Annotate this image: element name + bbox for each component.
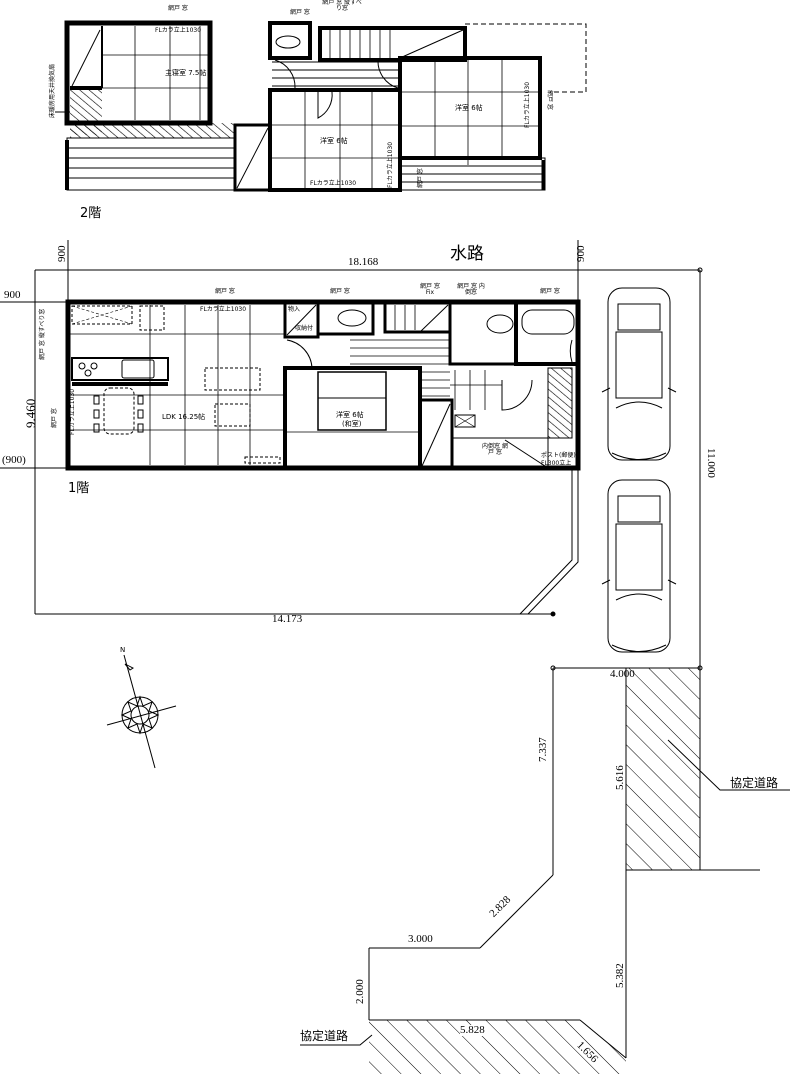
north-arrow: [106, 654, 177, 769]
f2-window-east-fl: FLカラ立上1030: [524, 81, 531, 128]
f2-window-small-2: 網戸 窓: [417, 168, 424, 188]
f1-window-toilet: 網戸 窓: [330, 288, 350, 295]
f1-post: ポスト(郵便): [541, 452, 576, 459]
f2-window-east-net: 網戸 窓: [546, 90, 553, 110]
dim-step-height: 2.000: [354, 979, 366, 1004]
f1-post-fl: FL300立上: [541, 460, 572, 467]
f2-room-east: 洋室 6帖: [455, 104, 483, 112]
f1-entrance-window: 内倒窓 網戸 窓: [482, 443, 508, 456]
f1-window-bath: 網戸 窓: [540, 288, 560, 295]
waterway-label: 水路: [450, 244, 484, 264]
floor1-label: 1階: [68, 481, 90, 496]
lot-outline: [300, 665, 790, 1074]
f1-room-shoe: 収納付: [295, 325, 314, 332]
floor2-plan: [55, 20, 587, 192]
f1-window-ldk-top-fl: FLカラ立上1030: [200, 306, 247, 313]
dim-bottom-width: 14.173: [272, 613, 303, 625]
car-2: [601, 479, 677, 653]
f2-room-west: 洋室 6帖: [320, 137, 348, 145]
f2-side-note: 床暖房用天井換気扇: [49, 63, 56, 118]
f1-window-ldk-top: 網戸 窓: [215, 288, 235, 295]
road-label-right: 協定道路: [730, 776, 779, 790]
dim-left-lower: 7.337: [537, 737, 549, 762]
f1-window-ldk-left-fl: FLカラ立上1030: [69, 388, 76, 435]
dim-step-width: 3.000: [408, 933, 433, 945]
f1-room-japanese: 洋室 6帖: [336, 411, 364, 419]
dim-right-offset-top: 900: [575, 245, 587, 263]
dim-height-left: 9.460: [23, 398, 38, 428]
dim-right-lower: 5.382: [614, 963, 626, 988]
car-1: [601, 287, 677, 461]
f1-window-wash: 網戸 窓 内倒窓: [457, 283, 485, 296]
f1-window-ldk-left: 網戸 窓 縦すべり窓: [39, 308, 46, 360]
road-label-bottom: 協定道路: [300, 1029, 349, 1043]
floor1-plan: [65, 299, 581, 615]
f2-window-small-1: FLカラ立上1030: [387, 141, 394, 188]
dim-road-height: 5.616: [614, 765, 626, 790]
dim-top-width: 18.168: [348, 256, 379, 268]
f2-room-master: 主寝室 7.5帖: [165, 69, 207, 77]
f1-window-ldk-left-net: 網戸 窓: [51, 408, 58, 428]
dim-bottom-left-margin: (900): [2, 454, 26, 466]
floor2-label: 2階: [80, 206, 102, 221]
north-label: N: [120, 646, 126, 654]
f2-window-master-fl: FLカラ立上1030: [155, 27, 202, 34]
dim-parking-width: 4.000: [610, 668, 635, 680]
f2-window-toilet: 網戸 窓: [290, 9, 310, 16]
parked-cars: [601, 287, 677, 653]
f2-window-top-left: 網戸 窓: [168, 5, 188, 12]
f1-room-japanese-sub: (和室): [342, 420, 362, 428]
dim-left-margin: 900: [4, 289, 21, 301]
f1-room-ldk: LDK 16.25帖: [162, 413, 206, 421]
dim-right-height: 11.000: [705, 448, 717, 478]
f2-window-west-bottom: FLカラ立上1030: [310, 180, 357, 187]
dim-left-offset-top: 900: [56, 245, 68, 263]
f1-window-stair: 網戸 窓 Fix: [420, 283, 440, 296]
f1-room-storage: 物入: [288, 306, 301, 313]
f2-window-stair: 網戸 窓 縦すべり窓: [322, 0, 362, 12]
dim-bottom-road: 5.828: [460, 1024, 485, 1036]
dimension-lines: [0, 240, 703, 671]
